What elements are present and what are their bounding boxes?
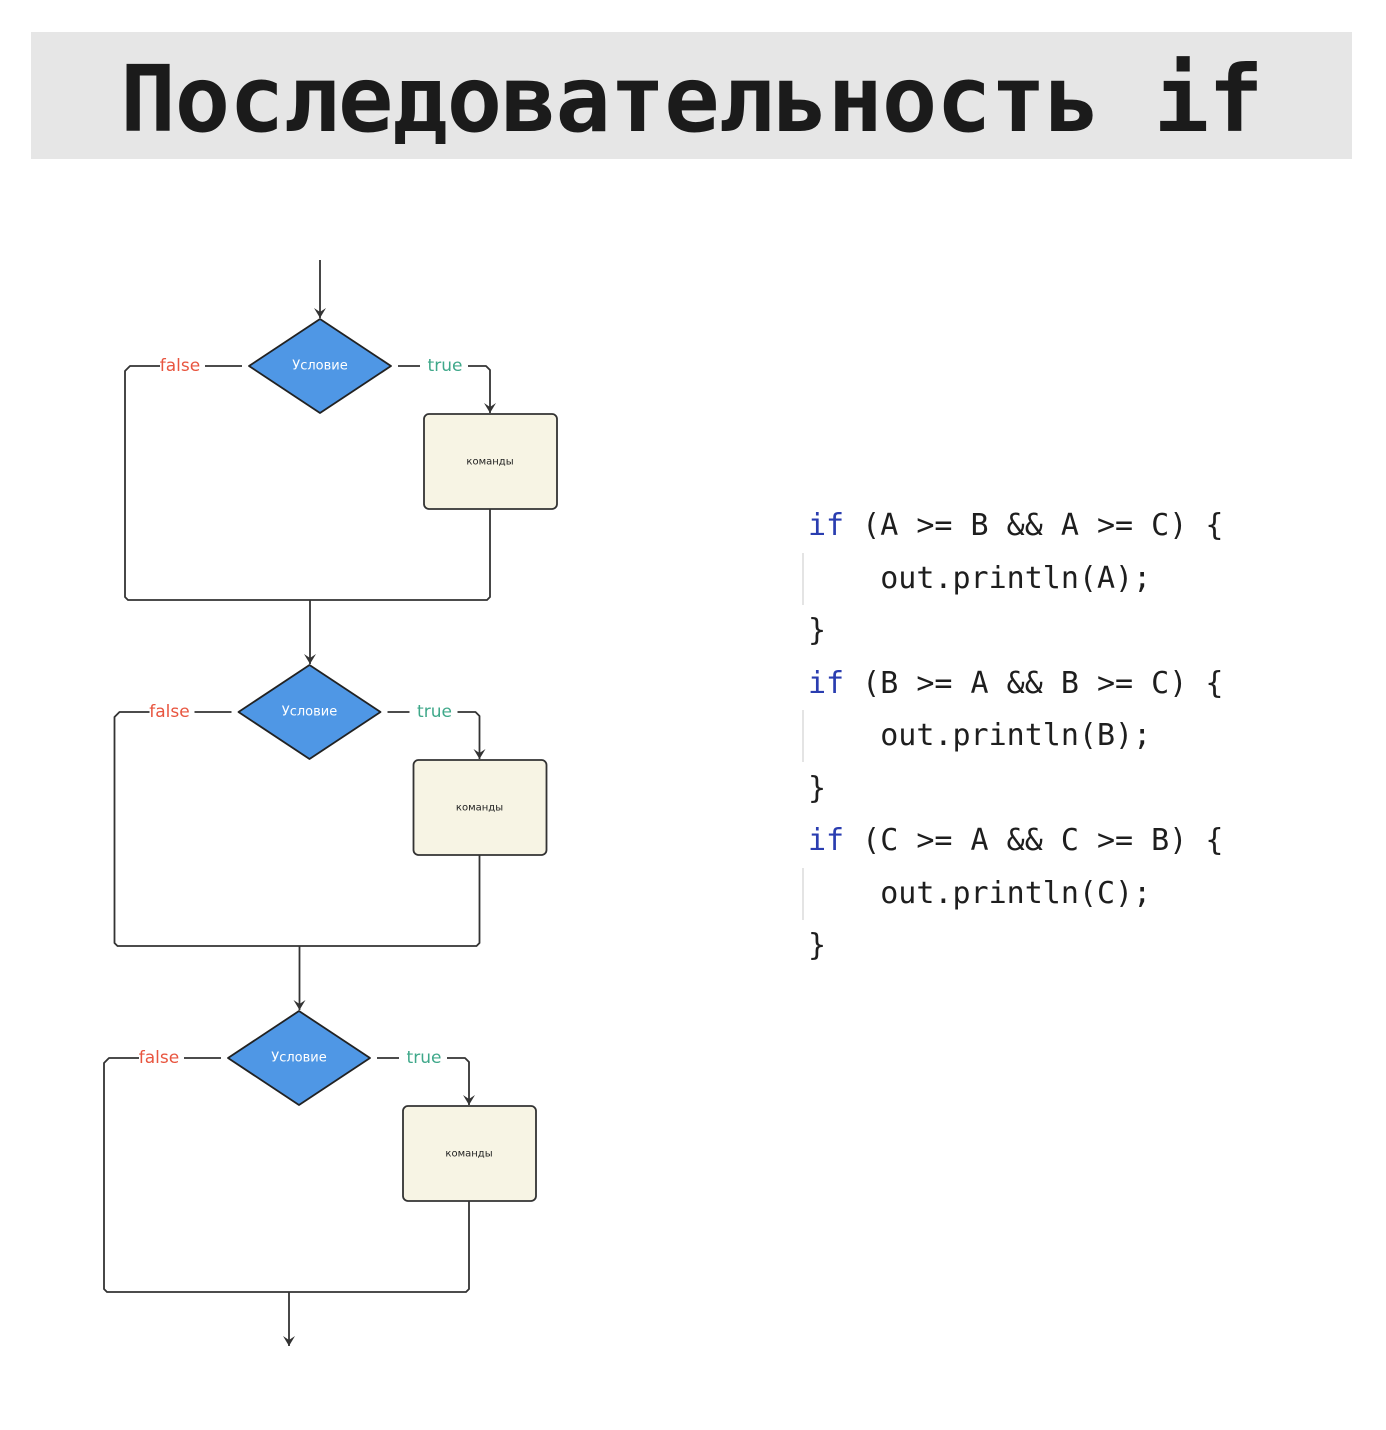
true-path bbox=[457, 711, 481, 759]
condition-label: Условие bbox=[282, 705, 337, 720]
true-label: true bbox=[428, 356, 463, 376]
condition-label: Условие bbox=[271, 1051, 326, 1066]
false-path bbox=[113, 711, 300, 947]
code-body: out.println(A); bbox=[808, 560, 1152, 596]
arrowhead-icon bbox=[463, 1095, 475, 1105]
keyword: if bbox=[808, 823, 845, 858]
code-condition: (B >= A && B >= C) { bbox=[844, 665, 1224, 701]
code-close: } bbox=[808, 613, 827, 648]
code-block-1: if (A >= B && A >= C) { out.println(A); … bbox=[802, 500, 1224, 658]
condition-diamond bbox=[237, 664, 382, 760]
code-block-3: if (C >= A && C >= B) { out.println(C); … bbox=[802, 815, 1224, 973]
arrowhead-icon bbox=[484, 403, 496, 413]
arrowhead-icon bbox=[293, 1000, 306, 1010]
true-label: true bbox=[417, 702, 452, 722]
code-condition: (A >= B && A >= C) { bbox=[844, 508, 1224, 543]
condition-diamond bbox=[227, 1010, 371, 1106]
false-path bbox=[124, 365, 310, 601]
commands-label: команды bbox=[456, 803, 503, 814]
arrowhead-icon bbox=[283, 1336, 295, 1346]
merge-path bbox=[289, 1201, 470, 1293]
condition-label: Условие bbox=[292, 359, 347, 374]
condition-diamond bbox=[248, 318, 392, 414]
false-label: false bbox=[149, 702, 189, 722]
code-body: out.println(B); bbox=[808, 718, 1152, 753]
true-path bbox=[447, 1057, 470, 1105]
code-condition: (C >= A && C >= B) { bbox=[844, 823, 1224, 858]
merge-path bbox=[310, 509, 491, 601]
arrowhead-icon bbox=[314, 308, 326, 318]
commands-label: команды bbox=[445, 1149, 492, 1160]
arrowhead-icon bbox=[473, 749, 486, 759]
false-path bbox=[103, 1057, 289, 1293]
indent-guide bbox=[802, 867, 804, 920]
code-close: } bbox=[808, 928, 827, 963]
commands-label: команды bbox=[466, 457, 513, 468]
false-label: false bbox=[139, 1048, 179, 1068]
code-close: } bbox=[808, 770, 827, 806]
true-label: true bbox=[407, 1048, 442, 1068]
code-block-2: if (B >= A && B >= C) { out.println(B); … bbox=[802, 658, 1224, 816]
indent-guide bbox=[802, 552, 804, 605]
keyword: if bbox=[808, 508, 845, 543]
true-path bbox=[468, 365, 491, 413]
false-label: false bbox=[160, 356, 200, 376]
page-title: Последовательность if bbox=[120, 46, 1263, 153]
merge-path bbox=[299, 855, 481, 947]
indent-guide bbox=[802, 710, 804, 762]
code-body: out.println(C); bbox=[808, 875, 1152, 911]
arrowhead-icon bbox=[304, 654, 316, 664]
code-listing: if (A >= B && A >= C) { out.println(A); … bbox=[802, 500, 1224, 973]
title-bar: Последовательность if bbox=[31, 32, 1352, 159]
keyword: if bbox=[808, 665, 845, 701]
